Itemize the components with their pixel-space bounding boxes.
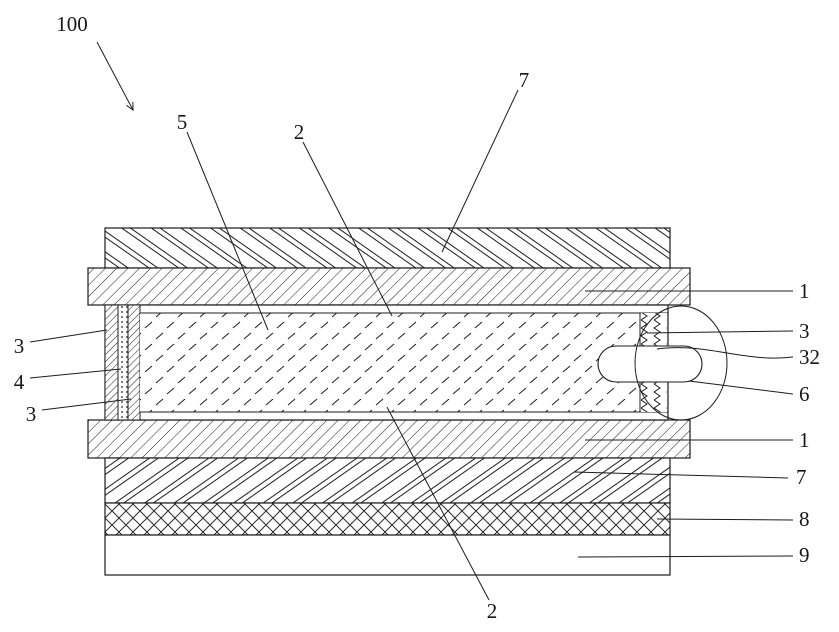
cell [104, 304, 703, 421]
leader-2-bottom [386, 406, 490, 601]
leader-2-top [302, 141, 393, 317]
ref-label-6: 6 [799, 382, 810, 406]
ref-label-5: 5 [177, 110, 188, 134]
ref-label-7-top: 7 [519, 68, 530, 92]
ref-label-7-bottom: 7 [796, 465, 807, 489]
seal-strip-3-left [104, 304, 119, 421]
leader-3-left-bottom [41, 398, 132, 411]
end-seal-capsule [597, 345, 703, 383]
layer-9 [104, 534, 671, 576]
ref-label-3-right: 3 [799, 319, 810, 343]
leader-3-left-top [29, 329, 108, 343]
layer-7-bottom [104, 457, 671, 504]
leader-6 [688, 380, 794, 395]
layer-7-top [104, 227, 671, 269]
layer-8 [104, 502, 671, 536]
ref-label-2-bottom: 2 [487, 599, 498, 623]
ref-label-1-bottom: 1 [799, 428, 810, 452]
leader-7-bottom [573, 471, 789, 479]
ref-label-3-left-bottom: 3 [26, 402, 37, 426]
callout-circle [634, 305, 728, 421]
ref-label-32: 32 [799, 345, 820, 369]
layer-stack [87, 227, 691, 576]
ref-label-9: 9 [799, 543, 810, 567]
leader-8 [656, 518, 794, 521]
spacer-strip-4 [117, 304, 129, 421]
layer-1-top [87, 267, 691, 306]
leader-3-right [646, 330, 794, 334]
ref-label-8: 8 [799, 507, 810, 531]
ref-label-1-top: 1 [799, 279, 810, 303]
ref-label-3-left-top: 3 [14, 334, 25, 358]
labels: 100 5 2 7 3 4 3 1 3 32 6 1 7 8 9 2 [14, 12, 820, 623]
leader-100-arrow [96, 41, 134, 111]
leader-7-top [441, 89, 519, 253]
ref-label-2-top: 2 [294, 120, 305, 144]
ref-label-4: 4 [14, 370, 25, 394]
leader-4 [29, 368, 122, 379]
leader-32 [656, 347, 794, 359]
ref-label-100: 100 [56, 12, 88, 36]
seal-strip-3-right [127, 304, 141, 421]
leader-9 [577, 555, 794, 558]
liquid-crystal-region [140, 313, 638, 412]
layer-1-bottom [87, 419, 691, 459]
leader-lines [29, 41, 794, 601]
leader-5 [186, 131, 269, 331]
